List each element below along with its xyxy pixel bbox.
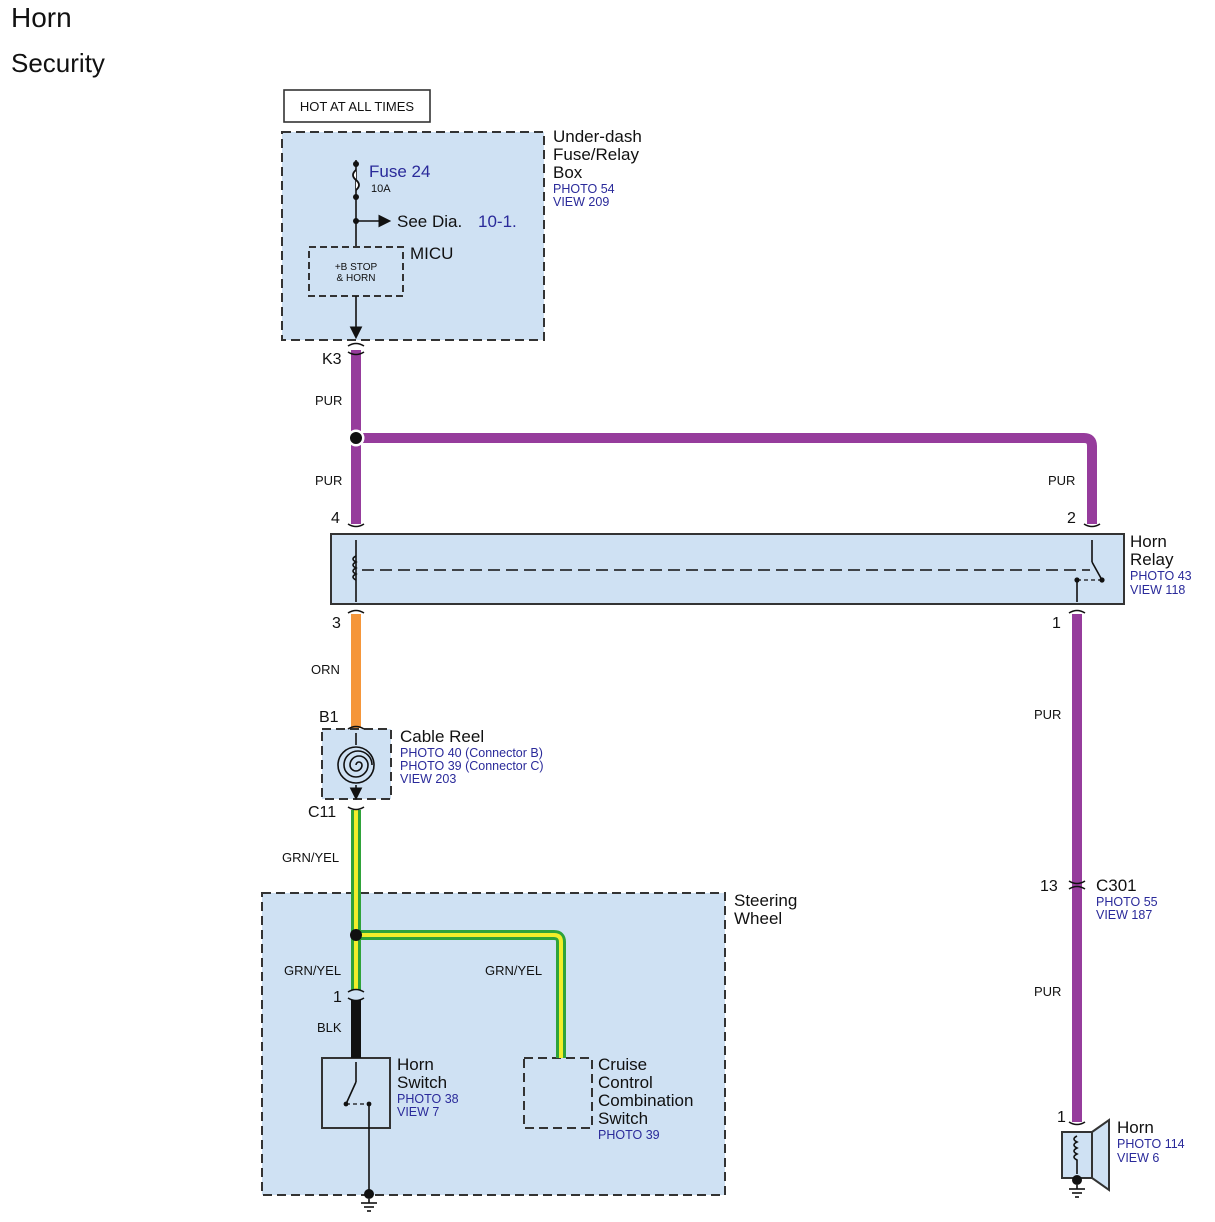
horn-ref-1: PHOTO 114 bbox=[1117, 1137, 1185, 1151]
micu-label: MICU bbox=[410, 244, 453, 263]
see-dia-ref: 10-1. bbox=[478, 212, 517, 231]
pin-relay-1: 1 bbox=[1052, 615, 1061, 632]
steering-wheel-name-2: Wheel bbox=[734, 909, 782, 928]
ground-node bbox=[364, 1189, 374, 1199]
micu-block-line-2: & HORN bbox=[337, 273, 376, 284]
fuse-relay-box bbox=[281, 131, 545, 341]
fuse-symbol bbox=[352, 169, 360, 191]
fuse-node-bottom bbox=[353, 194, 359, 200]
pin-c301-13: 13 bbox=[1040, 878, 1058, 895]
cable-reel-ref-1: PHOTO 40 (Connector B) bbox=[400, 746, 543, 760]
fuse-box-name-3: Box bbox=[553, 163, 583, 182]
pin-k3: K3 bbox=[322, 351, 342, 368]
pin-relay-3: 3 bbox=[332, 615, 341, 632]
horn-name: Horn bbox=[1117, 1118, 1154, 1137]
page-subtitle: Security bbox=[11, 48, 105, 78]
connector-marks bbox=[347, 342, 1101, 1126]
cruise-switch-name-4: Switch bbox=[598, 1109, 648, 1128]
wire-label-grn-yel-3: GRN/YEL bbox=[485, 963, 542, 978]
c301-ref-1: PHOTO 55 bbox=[1096, 895, 1158, 909]
horn-switch-name-1: Horn bbox=[397, 1055, 434, 1074]
horn-ground-node bbox=[1072, 1175, 1082, 1185]
fuse-rating: 10A bbox=[371, 183, 391, 195]
pin-b1: B1 bbox=[319, 709, 339, 726]
c301-name: C301 bbox=[1096, 876, 1137, 895]
c301-ref-2: VIEW 187 bbox=[1096, 908, 1152, 922]
micu-block-line-1: +B STOP bbox=[335, 262, 378, 273]
cruise-switch-ref-1: PHOTO 39 bbox=[598, 1128, 660, 1142]
horn-switch-ref-1: PHOTO 38 bbox=[397, 1092, 459, 1106]
splice-point-grn-yel bbox=[350, 929, 362, 941]
horn-relay-name-2: Relay bbox=[1130, 550, 1174, 569]
fuse-box-name-2: Fuse/Relay bbox=[553, 145, 639, 164]
cruise-switch-name-2: Control bbox=[598, 1073, 653, 1092]
wire-label-pur-3: PUR bbox=[1048, 473, 1075, 488]
wire-pur-to-relay-pin2 bbox=[356, 433, 1097, 524]
fuse-box-ref-2: VIEW 209 bbox=[553, 195, 609, 209]
ground-icon bbox=[361, 1199, 377, 1212]
horn-relay-ref-2: VIEW 118 bbox=[1130, 583, 1185, 597]
cruise-switch-box bbox=[523, 1057, 593, 1129]
relay-switch-blade bbox=[1091, 561, 1103, 581]
micu-block bbox=[308, 246, 404, 297]
wire-label-orn: ORN bbox=[311, 662, 340, 677]
cable-reel-name: Cable Reel bbox=[400, 727, 484, 746]
fuse-label: Fuse 24 bbox=[369, 162, 430, 181]
horn-relay-ref-1: PHOTO 43 bbox=[1130, 569, 1192, 583]
pin-relay-2: 2 bbox=[1067, 510, 1076, 527]
horn-relay-box bbox=[330, 533, 1125, 605]
horn-coil-icon bbox=[1073, 1135, 1079, 1174]
steering-wheel-box bbox=[261, 892, 726, 1196]
horn-relay-name-1: Horn bbox=[1130, 532, 1167, 551]
relay-coil-icon bbox=[352, 555, 358, 581]
wire-label-pur-2: PUR bbox=[315, 473, 342, 488]
pin-horn-switch-1: 1 bbox=[333, 989, 342, 1006]
wire-grn-yel-cruise-stripe bbox=[356, 933, 563, 1058]
pin-horn-1: 1 bbox=[1057, 1109, 1066, 1126]
splice-point-pur bbox=[350, 432, 362, 444]
cruise-switch-name-1: Cruise bbox=[598, 1055, 647, 1074]
horn-bell-icon bbox=[1091, 1118, 1110, 1192]
wire-label-pur-5: PUR bbox=[1034, 984, 1061, 999]
wire-label-blk: BLK bbox=[317, 1020, 342, 1035]
fuse-box-ref-1: PHOTO 54 bbox=[553, 182, 615, 196]
steering-wheel-name-1: Steering bbox=[734, 891, 797, 910]
cable-reel-ref-3: VIEW 203 bbox=[400, 772, 456, 786]
hot-at-all-times-label: HOT AT ALL TIMES bbox=[300, 99, 414, 114]
see-dia-prefix: See Dia. bbox=[397, 212, 462, 231]
wire-label-grn-yel-2: GRN/YEL bbox=[284, 963, 341, 978]
cable-reel-ref-2: PHOTO 39 (Connector C) bbox=[400, 759, 544, 773]
wire-label-pur-4: PUR bbox=[1034, 707, 1061, 722]
hot-at-all-times-box bbox=[283, 89, 431, 123]
fuse-node-top bbox=[353, 161, 359, 167]
horn-switch-name-2: Switch bbox=[397, 1073, 447, 1092]
fuse-box-name-1: Under-dash bbox=[553, 127, 642, 146]
horn-ground-icon bbox=[1069, 1185, 1085, 1198]
cruise-switch-name-3: Combination bbox=[598, 1091, 693, 1110]
wire-label-grn-yel-1: GRN/YEL bbox=[282, 850, 339, 865]
horn-switch-blade bbox=[345, 1081, 357, 1105]
horn-switch-ref-2: VIEW 7 bbox=[397, 1105, 439, 1119]
horn-ref-2: VIEW 6 bbox=[1117, 1151, 1159, 1165]
pin-relay-4: 4 bbox=[331, 510, 340, 527]
wire-label-pur-1: PUR bbox=[315, 393, 342, 408]
cable-reel-spiral-icon bbox=[337, 746, 375, 784]
page-title: Horn bbox=[11, 2, 72, 33]
pin-c11: C11 bbox=[308, 804, 336, 821]
